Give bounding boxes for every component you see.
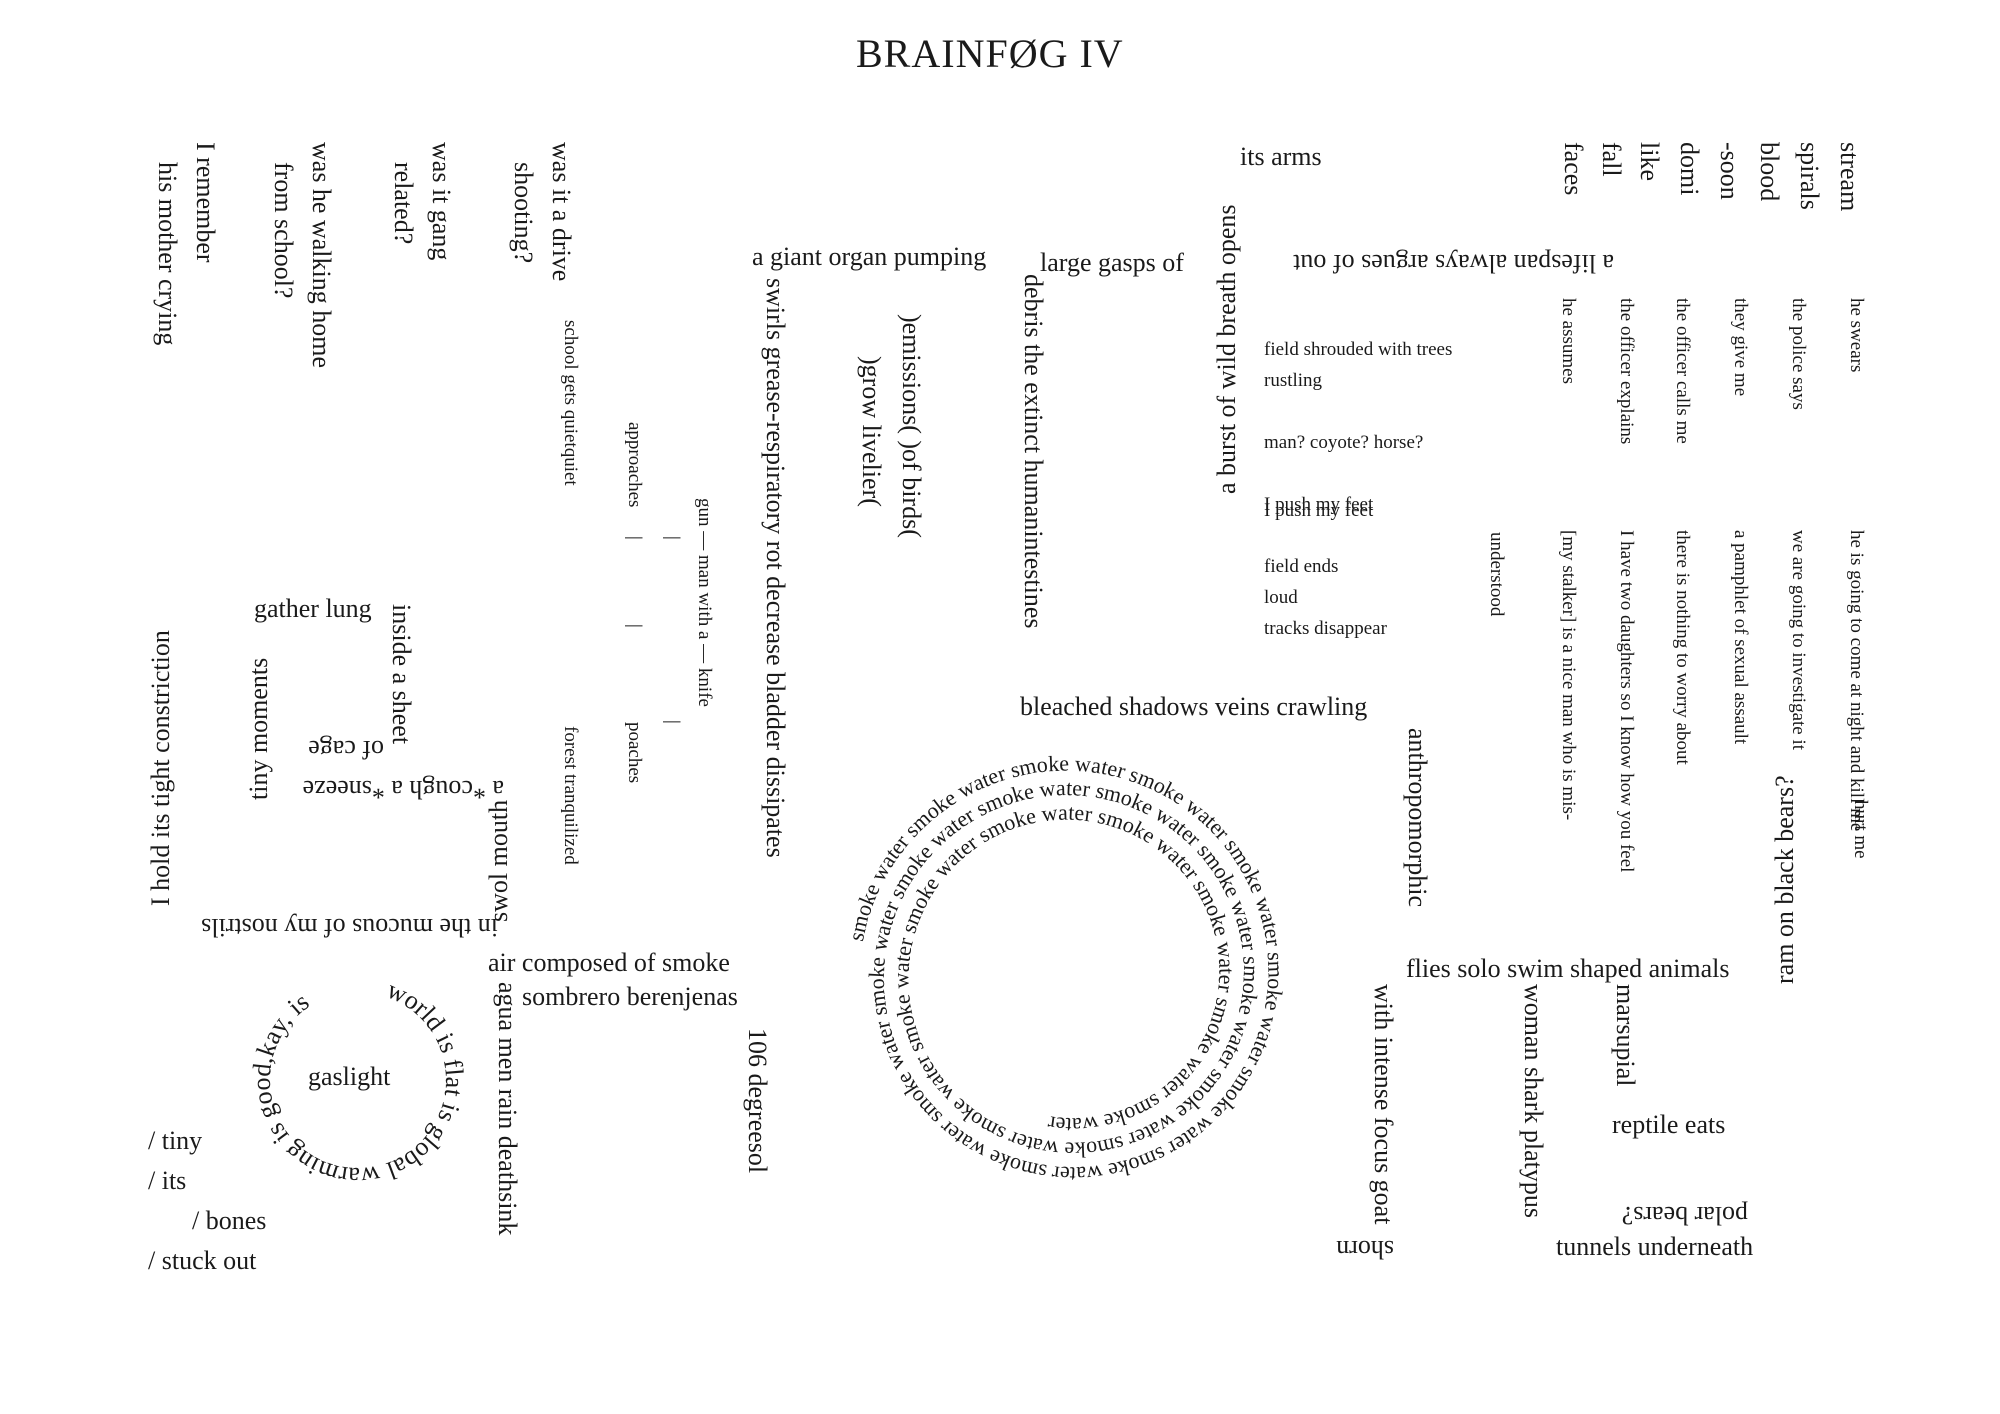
stream-word: fall bbox=[1597, 142, 1626, 177]
stream-word: domi bbox=[1675, 142, 1704, 196]
line-hurt-me: hurt me bbox=[1850, 800, 1871, 859]
line-polar-bears: polar bears? bbox=[1621, 1201, 1748, 1230]
line-cough-sneeze: a *cough a *sneeze bbox=[302, 775, 504, 804]
line-push-ghost: I push my feet bbox=[1264, 500, 1374, 521]
bar-4: | bbox=[662, 720, 683, 724]
field-line: rustling bbox=[1264, 370, 1323, 391]
police-answer: we are going to investigate it bbox=[1788, 530, 1809, 751]
line-ram: ram on black bears? bbox=[1770, 775, 1799, 984]
line-organ: a giant organ pumping bbox=[752, 242, 987, 271]
line-agua: agua men rain deathsink bbox=[493, 982, 522, 1236]
line-debris: debris the extinct humanintestines bbox=[1019, 274, 1048, 629]
line-poaches: poaches bbox=[624, 722, 645, 784]
field-line: I push my feet bbox=[1264, 494, 1374, 515]
police-answer: there is nothing to worry about bbox=[1672, 530, 1693, 765]
line-emissions: )emissions( )of birds( bbox=[897, 314, 926, 538]
line-gasps: large gasps of bbox=[1040, 248, 1184, 277]
police-quote: they give me bbox=[1730, 298, 1751, 397]
line-swol-mouth: swol mouth bbox=[484, 799, 513, 922]
field-line: field shrouded with trees bbox=[1264, 339, 1453, 360]
bar-2: | bbox=[624, 624, 645, 628]
field-line bbox=[1264, 524, 1452, 555]
line-reptile: reptile eats bbox=[1612, 1110, 1726, 1139]
police-quote: the police says bbox=[1788, 298, 1809, 410]
circular-text-ring: world is flat is global warming is good,… bbox=[247, 975, 469, 1191]
svg-text:smoke water smoke water smoke: smoke water smoke water smoke water smok… bbox=[850, 750, 1289, 1187]
police-answer: a pamphlet of sexual assault bbox=[1730, 530, 1751, 745]
stream-word: like bbox=[1635, 142, 1664, 181]
bar-1: | bbox=[624, 536, 645, 540]
line-inside-sheet: inside a sheet bbox=[387, 604, 416, 745]
line-walking-home: was he walking home bbox=[307, 142, 336, 369]
bones-line-2: / its bbox=[148, 1166, 187, 1195]
smoke-water-spiral: smoke water smoke water smoke water smok… bbox=[850, 750, 1289, 1187]
line-swirls: swirls grease-respiratory rot decrease b… bbox=[761, 278, 790, 858]
line-of-cage: of cage bbox=[308, 735, 384, 764]
line-burst-breath: a burst of wild breath opens bbox=[1212, 204, 1241, 494]
line-i-remember: I remember bbox=[191, 142, 220, 263]
field-line: man? coyote? horse? bbox=[1264, 432, 1424, 453]
police-answer: he is going to come at night and kill me bbox=[1846, 530, 1867, 832]
bones-line-3: / bones bbox=[192, 1206, 267, 1235]
line-school-quiet: school gets quietquiet bbox=[560, 320, 581, 486]
line-related: related? bbox=[389, 162, 418, 245]
line-forest: forest tranquilized bbox=[560, 726, 581, 865]
field-line: tracks disappear bbox=[1264, 618, 1387, 639]
line-gun-knife: gun — man with a — knife bbox=[694, 498, 715, 707]
bones-line-4: / stuck out bbox=[148, 1246, 257, 1275]
line-hold-constriction: I hold its tight constriction bbox=[146, 630, 175, 906]
field-line bbox=[1264, 462, 1452, 493]
stream-word: faces bbox=[1559, 142, 1588, 196]
police-quote: the officer calls me bbox=[1672, 298, 1693, 444]
line-intense-focus: with intense focus goat bbox=[1369, 984, 1398, 1225]
stream-word: -soon bbox=[1715, 142, 1744, 200]
line-drive: was it a drive bbox=[547, 142, 576, 282]
police-quote: the officer explains bbox=[1616, 298, 1637, 445]
line-flies-solo: flies solo swim shaped animals bbox=[1406, 954, 1730, 983]
line-lifespan: a lifespan always argues of out bbox=[1293, 249, 1614, 278]
line-sombrero: sombrero berenjenas bbox=[522, 982, 738, 1011]
line-gang: was it gang bbox=[427, 142, 456, 261]
line-understood: understood bbox=[1486, 532, 1507, 617]
line-from-school: from school? bbox=[269, 162, 298, 299]
stream-word: stream bbox=[1835, 142, 1864, 212]
bar-3: | bbox=[662, 536, 683, 540]
police-quote: he swears bbox=[1846, 298, 1867, 373]
line-gaslight: gaslight bbox=[308, 1062, 391, 1091]
line-tunnels: tunnels underneath bbox=[1556, 1232, 1754, 1261]
line-approaches: approaches bbox=[624, 422, 645, 508]
stream-word: blood bbox=[1755, 142, 1784, 202]
page-title: BRAINFØG IV bbox=[856, 31, 1124, 76]
line-mucous: in the mucous of my nostrils bbox=[201, 913, 498, 942]
police-answer: I have two daughters so I know how you f… bbox=[1616, 530, 1637, 873]
line-marsupial: marsupial bbox=[1611, 984, 1640, 1087]
line-shorn: shorn bbox=[1336, 1235, 1394, 1264]
line-bleached: bleached shadows veins crawling bbox=[1020, 692, 1368, 721]
line-gather-lung: gather lung bbox=[254, 594, 372, 623]
bones-line-1: / tiny bbox=[148, 1126, 203, 1155]
field-stanza: field shrouded with trees rustling man? co… bbox=[1264, 338, 1452, 648]
line-anthropomorphic: anthropomorphic bbox=[1403, 728, 1432, 908]
line-mother-crying: his mother crying bbox=[153, 162, 182, 346]
field-line: field ends bbox=[1264, 556, 1339, 577]
line-tiny-moments: tiny moments bbox=[244, 657, 273, 800]
stream-word: spirals bbox=[1795, 142, 1824, 210]
spiral-text: smoke water smoke water smoke water smok… bbox=[850, 750, 1289, 1187]
police-answer: [my stalker] is a nice man who is mis- bbox=[1558, 530, 1579, 821]
line-degrees: 106 degreesol bbox=[743, 1028, 772, 1174]
field-line bbox=[1264, 400, 1452, 431]
line-grow: )grow livelier( bbox=[857, 356, 886, 507]
line-its-arms: its arms bbox=[1240, 142, 1322, 171]
line-air: air composed of smoke bbox=[488, 948, 730, 977]
line-shooting: shooting? bbox=[509, 162, 538, 264]
line-woman-shark: woman shark platypus bbox=[1519, 984, 1548, 1218]
field-line: loud bbox=[1264, 587, 1298, 608]
police-quote: he assumes bbox=[1558, 298, 1579, 385]
